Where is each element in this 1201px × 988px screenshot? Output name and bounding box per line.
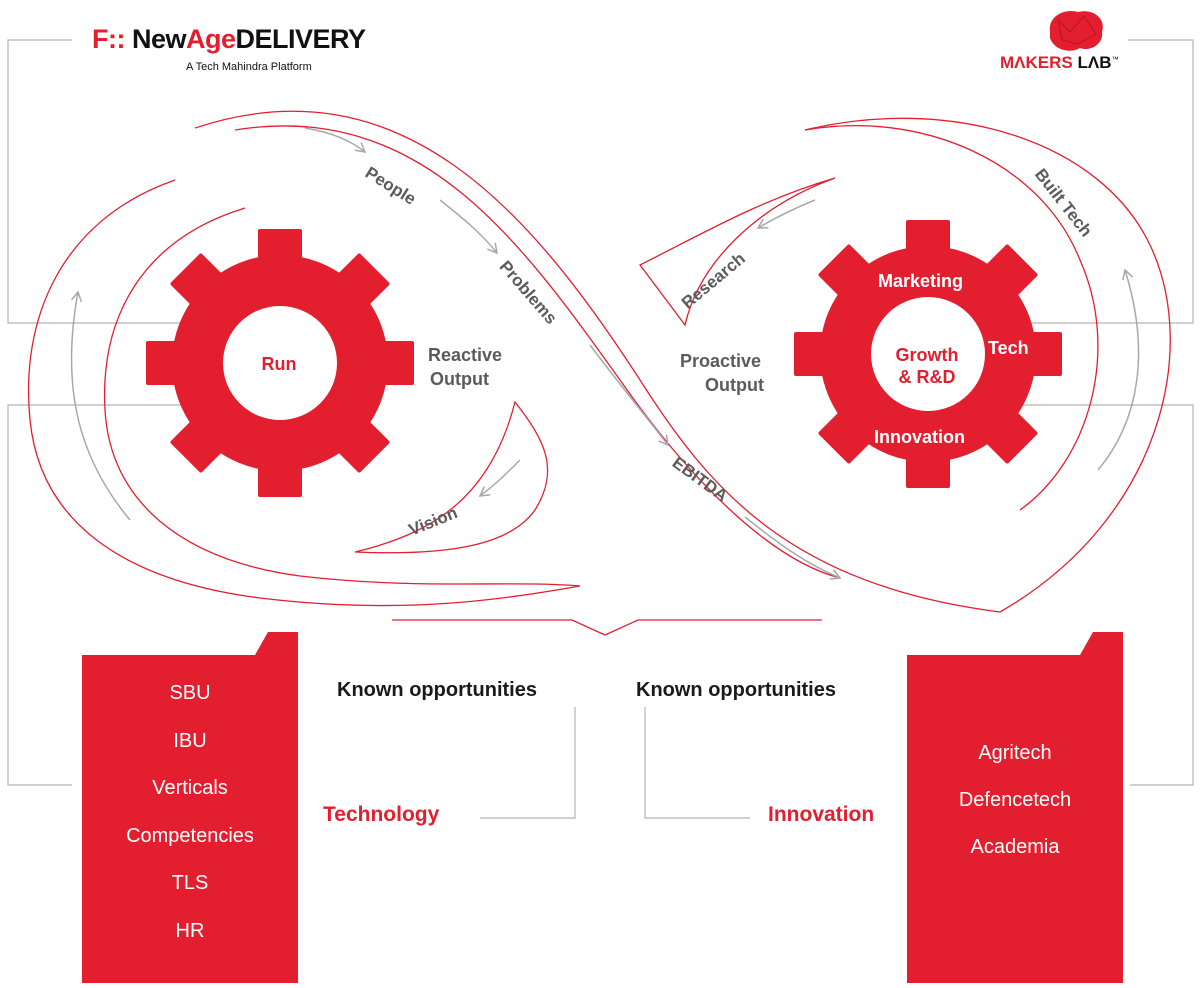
left-panel-list: SBU IBU Verticals Competencies TLS HR (100, 681, 280, 966)
proactive-label: Proactive (680, 351, 762, 371)
gear-tooth (979, 244, 1038, 303)
right-panel-list: Agritech Defencetech Academia (925, 741, 1105, 882)
marketing-label: Marketing (878, 271, 964, 291)
flow-arrow-research (756, 199, 816, 229)
gear-tooth (818, 405, 877, 464)
gear-hub (871, 297, 985, 411)
run-gear (146, 229, 414, 497)
innovation-label: Innovation (768, 803, 875, 826)
flow-arrow-vision (478, 459, 521, 497)
list-item-verticals: Verticals (152, 777, 228, 799)
logo-mark-icon: F:: (92, 24, 132, 54)
brand-age: Age (186, 24, 236, 54)
flow-arrow-problems (439, 199, 498, 255)
list-item-hr: HR (175, 919, 205, 942)
gear-tooth (979, 405, 1038, 464)
gear-hub (223, 306, 337, 420)
flow-arrow-ebitda (589, 344, 669, 447)
list-item-defencetech: Defencetech (958, 789, 1072, 811)
logo-lab: LΛB (1077, 53, 1112, 72)
gear-tooth (818, 244, 877, 303)
left-panel-bg (82, 632, 298, 983)
newage-delivery-logo: F:: NewAgeDELIVERY (92, 24, 366, 55)
right-panel-bg (907, 632, 1123, 983)
proactive-output-label: Output (705, 375, 764, 395)
list-item-academia: Academia (970, 836, 1060, 858)
connector-lines (7, 39, 1194, 819)
brand-tagline: A Tech Mahindra Platform (186, 61, 312, 73)
makers-lab-brain-icon (1040, 6, 1110, 56)
list-item-ibu: IBU (173, 729, 207, 752)
list-item-tls: TLS (171, 872, 209, 894)
infinity-swoosh (27, 110, 1171, 636)
gear-tooth (331, 253, 390, 312)
run-label: Run (261, 354, 297, 374)
flow-arrows (70, 127, 1140, 580)
reactive-output-label: Output (430, 369, 489, 389)
brand-new: New (131, 24, 187, 54)
left-known-opportunities: Known opportunities (337, 679, 537, 701)
innovation-gear-label: Innovation (874, 427, 965, 447)
flow-arrow-output (744, 516, 842, 580)
trademark-symbol: ™ (1111, 56, 1119, 64)
reactive-label: Reactive (428, 345, 503, 365)
list-item-agritech: Agritech (978, 742, 1052, 764)
rnd-label: & R&D (898, 367, 956, 387)
flow-arrow-right-loop (1097, 268, 1140, 471)
right-known-opportunities: Known opportunities (636, 679, 836, 701)
flow-arrow-left-loop (70, 290, 131, 521)
brand-delivery: DELIVERY (235, 24, 367, 54)
list-item-competencies: Competencies (126, 824, 254, 847)
technology-label: Technology (323, 803, 440, 826)
makers-lab-logo: MΛKERS LΛB™ (1000, 53, 1118, 73)
gear-tooth (170, 414, 229, 473)
gear-tooth (170, 253, 229, 312)
list-item-sbu: SBU (169, 682, 211, 704)
flow-arrow-people (304, 127, 367, 153)
tech-label: Tech (988, 338, 1029, 358)
growth-label: Growth (895, 345, 959, 365)
gear-tooth (331, 414, 390, 473)
growth-gear (794, 220, 1062, 488)
logo-makers: MΛKERS (1000, 53, 1073, 72)
